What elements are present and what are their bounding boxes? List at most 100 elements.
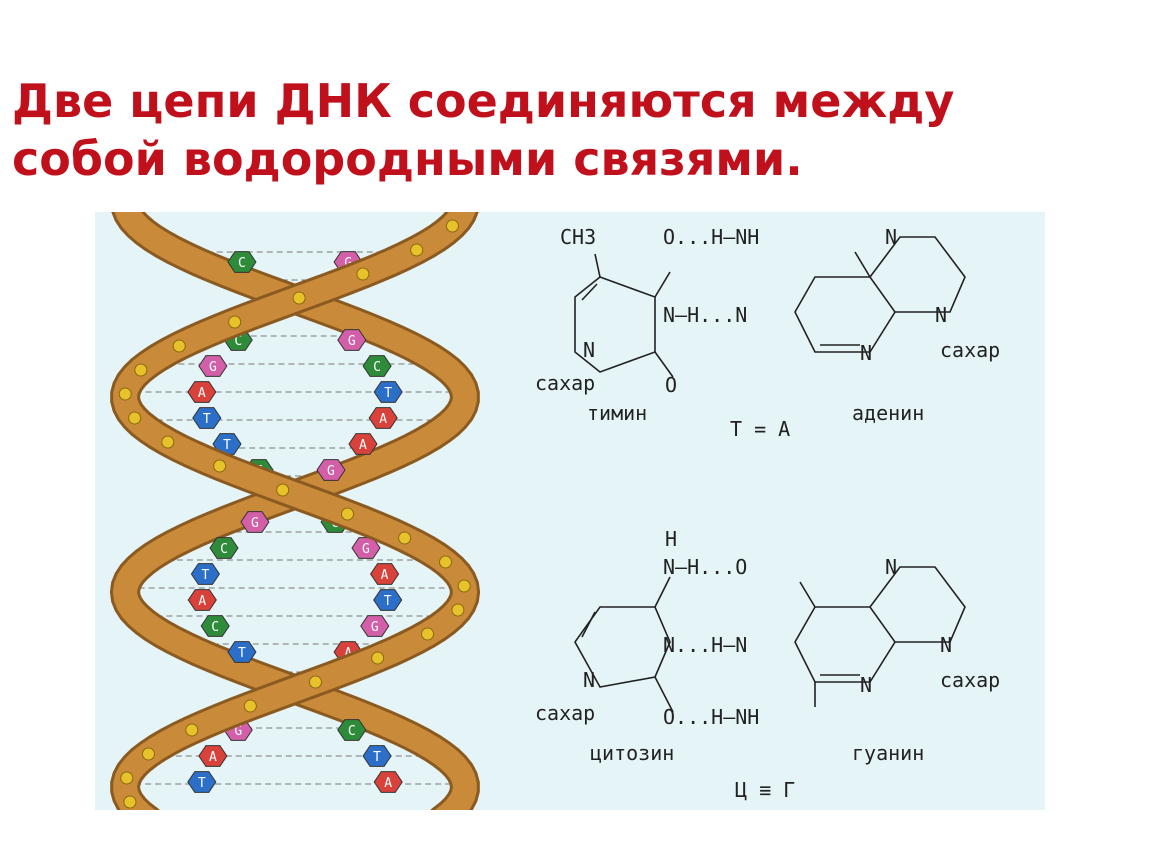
base-g-letter: G (371, 620, 379, 635)
base-a-letter: A (198, 594, 206, 609)
base-c-letter: C (234, 334, 242, 349)
base-a-hexagon (198, 745, 228, 767)
base-a-hexagon (187, 381, 217, 403)
backbone-strand-1 (113, 190, 478, 832)
base-c-hexagon (337, 719, 367, 741)
base-g-hexagon (360, 615, 390, 637)
base-t-letter: T (238, 646, 246, 661)
base-t-hexagon (212, 433, 242, 455)
base-a-hexagon (348, 433, 378, 455)
ta-bond-label: T = A (730, 417, 790, 441)
cytosine-h-top: H (665, 527, 677, 551)
base-t-hexagon (373, 381, 403, 403)
cg-bond-label: Ц ≡ Г (735, 778, 795, 802)
base-t-hexagon (192, 407, 222, 429)
base-a-letter: A (359, 438, 367, 453)
phosphate-dot (445, 219, 459, 233)
adenine-name: аденин (852, 401, 924, 425)
base-t-hexagon (227, 641, 257, 663)
guanine-ring-left (794, 606, 896, 683)
guanine-n-right: N (940, 633, 952, 657)
base-g-letter: G (234, 724, 242, 739)
base-c-letter: C (373, 360, 381, 375)
base-c-letter: C (238, 256, 246, 271)
base-c-letter: C (211, 620, 219, 635)
base-a-letter: A (379, 412, 387, 427)
phosphate-dot (356, 267, 370, 281)
adenine-n-top: N (885, 225, 897, 249)
base-t-hexagon (373, 589, 403, 611)
base-t-hexagon (187, 771, 217, 793)
guanine-ring-right (869, 566, 966, 643)
base-t-letter: T (384, 386, 392, 401)
thymine-adenine-structure (574, 236, 966, 713)
ta-o-hn-label: O...H—NH (663, 225, 759, 249)
base-g-hexagon (316, 459, 346, 481)
phosphate-dot (213, 459, 227, 473)
base-c-hexagon (209, 537, 239, 559)
adenine-n-bottom: N (860, 341, 872, 365)
adenine-ring-right (869, 236, 966, 313)
thymine-sugar-label: сахар (535, 371, 595, 395)
thymine-name: тимин (587, 401, 647, 425)
base-a-letter: A (344, 646, 352, 661)
phosphate-dot (439, 555, 453, 569)
phosphate-dot (141, 747, 155, 761)
phosphate-dot (123, 795, 137, 809)
base-g-letter: G (209, 360, 217, 375)
guanine-name: гуанин (852, 741, 924, 765)
phosphate-dot (172, 339, 186, 353)
phosphate-dot (341, 507, 355, 521)
phosphate-dot (243, 699, 257, 713)
phosphate-dot (371, 651, 385, 665)
base-g-hexagon (337, 329, 367, 351)
phosphate-dot (128, 411, 142, 425)
cytosine-sugar-label: сахар (535, 701, 595, 725)
base-a-hexagon (187, 589, 217, 611)
title-line-1: Две цепи ДНК соединяются между (12, 74, 955, 128)
title-line-2: собой водородными связями. (12, 132, 803, 186)
phosphate-dot (308, 675, 322, 689)
phosphate-dot (410, 243, 424, 257)
base-c-hexagon (200, 615, 230, 637)
phosphate-dot (457, 579, 471, 593)
base-t-letter: T (373, 750, 381, 765)
ta-n-h-n-label: N—H...N (663, 303, 747, 327)
base-a-hexagon (368, 407, 398, 429)
base-g-letter: G (251, 516, 259, 531)
phosphate-dot (228, 315, 242, 329)
phosphate-dot (134, 363, 148, 377)
base-c-letter: C (348, 724, 356, 739)
base-g-letter: G (344, 256, 352, 271)
base-a-letter: A (381, 568, 389, 583)
phosphate-dot (292, 291, 306, 305)
cg-n-h-o-label: N—H...O (663, 555, 747, 579)
phosphate-dot (185, 723, 199, 737)
base-a-letter: A (384, 776, 392, 791)
slide-title: Две цепи ДНК соединяются между собой вод… (12, 72, 1012, 188)
adenine-ring-left (794, 276, 896, 353)
thymine-n-sugar: N (583, 338, 595, 362)
base-t-letter: T (384, 594, 392, 609)
base-c-hexagon (362, 355, 392, 377)
phosphate-dot (398, 531, 412, 545)
cytosine-name: цитозин (590, 741, 674, 765)
thymine-o-bottom: O (665, 373, 677, 397)
base-g-letter: G (327, 464, 335, 479)
cg-n-h-n-label: N...H—N (663, 633, 747, 657)
guanine-n-bottom: N (860, 673, 872, 697)
phosphate-dot (421, 627, 435, 641)
base-g-letter: G (362, 542, 370, 557)
base-a-hexagon (369, 563, 400, 585)
ch3-label: CH3 (560, 225, 596, 249)
base-t-hexagon (190, 563, 221, 585)
base-t-letter: T (223, 438, 231, 453)
base-g-hexagon (198, 355, 228, 377)
base-c-letter: C (220, 542, 228, 557)
base-a-letter: A (198, 386, 206, 401)
adenine-n-ring: N (935, 303, 947, 327)
base-c-hexagon (227, 251, 257, 273)
